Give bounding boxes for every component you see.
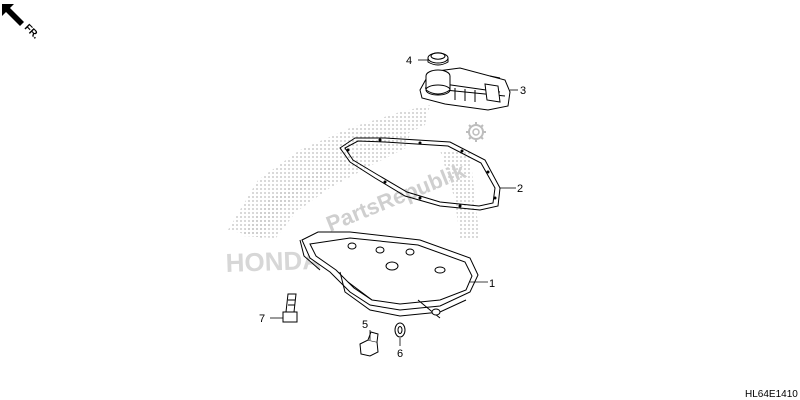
front-direction-label: FR. — [22, 22, 41, 41]
part-2-gasket — [339, 137, 501, 211]
strainer-ribs — [454, 88, 476, 102]
callout-5: 5 — [362, 319, 368, 331]
part-4-cap — [427, 52, 449, 66]
watermark-wing-shape-2 — [240, 134, 410, 238]
callouts: 1 2 3 4 5 6 7 — [259, 55, 526, 360]
callout-6: 6 — [397, 348, 403, 360]
front-direction-arrow: FR. — [2, 4, 41, 42]
leader-lines — [270, 59, 518, 346]
callout-7: 7 — [259, 313, 265, 325]
part-7-bolt — [282, 293, 298, 323]
diagram-code: HL64E1410 — [745, 389, 798, 400]
part-1-oil-pan — [299, 231, 479, 319]
gear-icon — [466, 122, 486, 142]
callout-4: 4 — [406, 55, 412, 67]
gasket-bolt-holes — [346, 138, 497, 208]
part-6-washer — [394, 322, 406, 338]
callout-3: 3 — [520, 85, 526, 97]
part-5-drain-bolt — [359, 331, 379, 357]
watermark-brand-text: HONDA — [225, 245, 322, 278]
callout-2: 2 — [517, 183, 523, 195]
watermark-wing-shape-3 — [440, 150, 480, 240]
arrow-icon — [2, 4, 24, 26]
callout-1: 1 — [489, 278, 495, 290]
part-3-strainer — [419, 67, 511, 111]
